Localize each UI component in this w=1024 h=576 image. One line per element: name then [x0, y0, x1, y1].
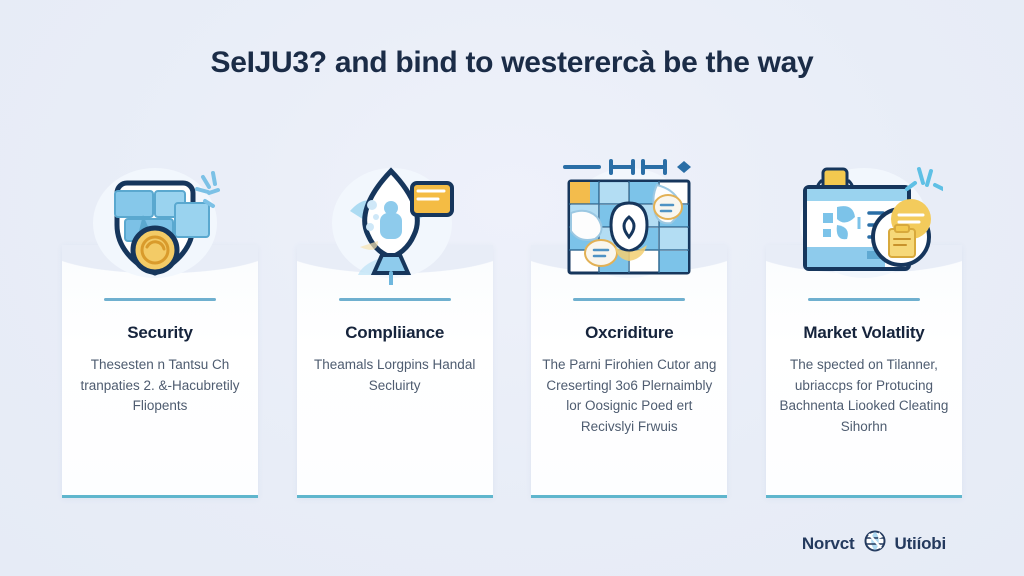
card-divider [338, 298, 451, 301]
card-heading: Compliiance [345, 323, 445, 342]
globe-emblem-icon [863, 529, 887, 558]
card-divider [573, 298, 686, 301]
brand-name-left: Norvct [801, 533, 855, 553]
dashboard-window-icon [760, 150, 968, 290]
card-body: Security Thesesten n Tantsu Ch tranpatie… [66, 298, 254, 417]
card-panel [62, 245, 258, 498]
card-heading: Security [127, 323, 193, 342]
card-heading: Market Volatlity [803, 323, 925, 342]
card-divider [104, 298, 216, 301]
world-map-grid-icon [525, 150, 733, 290]
card-description: Thesesten n Tantsu Ch tranpaties 2. &-Ha… [80, 357, 240, 413]
card-description: Theamals Lorgpins Handal Secluirty [313, 357, 476, 393]
card-body: Oxcriditure The Parni Firohien Cutor ang… [535, 298, 723, 437]
card-panel [531, 245, 728, 498]
card-body: Compliiance Theamals Lorgpins Handal Sec… [301, 298, 489, 396]
card-heading: Oxcriditure [585, 323, 674, 342]
card-panel [296, 245, 493, 498]
brand-name-right: Utiíobi [894, 533, 947, 553]
rocket-document-icon [291, 150, 499, 290]
feature-card-compliance[interactable]: Compliiance Theamals Lorgpins Handal Sec… [291, 150, 499, 498]
feature-card-market-volatility[interactable]: Market Volatlity The spected on Tilanner… [760, 150, 968, 498]
card-description: The spected on Tilanner, ubriaccps for P… [779, 357, 949, 434]
footer-branding: Norvct Utiíobi [0, 529, 1024, 558]
card-panel [765, 245, 962, 498]
shield-lock-icon [56, 150, 264, 290]
feature-card-security[interactable]: Security Thesesten n Tantsu Ch tranpatie… [56, 150, 264, 498]
page-title: SeIJU3? and bind to westerercà be the wa… [210, 46, 814, 79]
feature-card-row: Security Thesesten n Tantsu Ch tranpatie… [56, 150, 968, 498]
card-description: The Parni Firohien Cutor ang Cresertingl… [542, 357, 717, 434]
card-body: Market Volatlity The spected on Tilanner… [770, 298, 958, 437]
card-divider [807, 298, 920, 301]
feature-card-expenditure[interactable]: Oxcriditure The Parni Firohien Cutor ang… [525, 150, 733, 498]
